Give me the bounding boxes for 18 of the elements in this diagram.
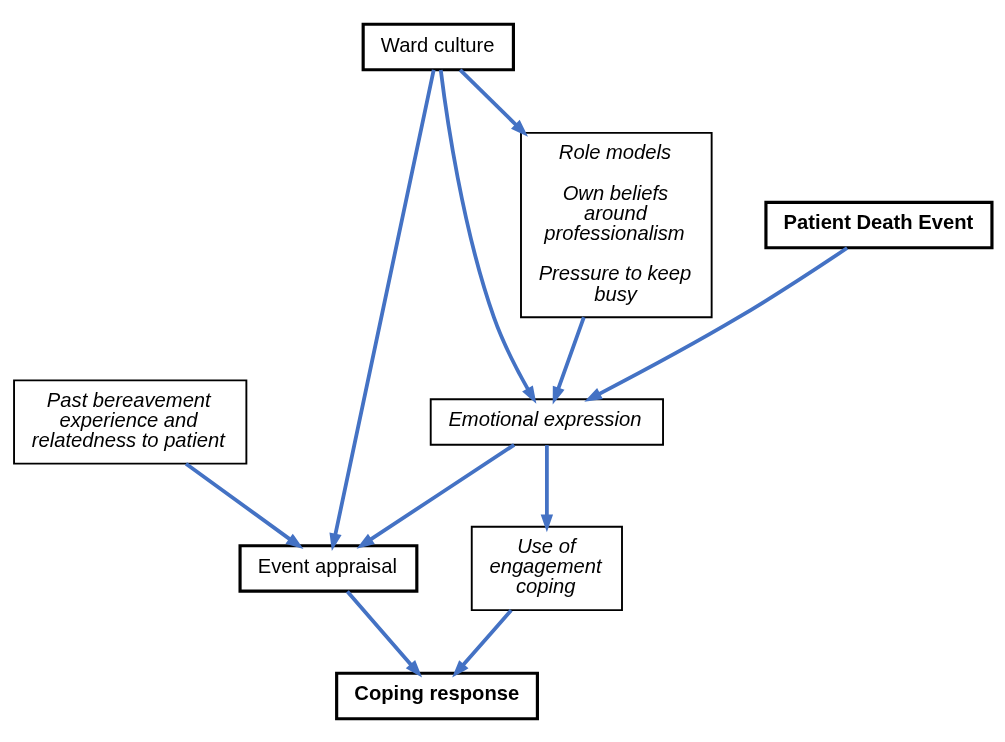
- node-box: Patient Death Event: [763, 200, 994, 249]
- node-box: Past bereavement experience and relatedness to patient: [12, 378, 247, 465]
- arrow: [451, 608, 513, 678]
- arrow: [328, 69, 436, 551]
- node-box: Event appraisal: [238, 543, 418, 593]
- arrow: [438, 69, 536, 404]
- arrow: [583, 245, 848, 402]
- arrow: [540, 444, 553, 532]
- node-box: Emotional expression: [429, 397, 664, 446]
- arrow: [552, 316, 586, 404]
- node-box: Ward culture: [361, 22, 515, 71]
- arrow: [345, 589, 422, 678]
- arrow: [184, 461, 303, 549]
- arrow: [458, 67, 528, 137]
- node-box: Use of engagement coping: [470, 525, 623, 611]
- node-box: Coping response: [334, 671, 539, 720]
- node-box: Role models Own beliefs around professionalism Pressure to keep busy: [519, 131, 713, 318]
- arrow: [356, 442, 515, 549]
